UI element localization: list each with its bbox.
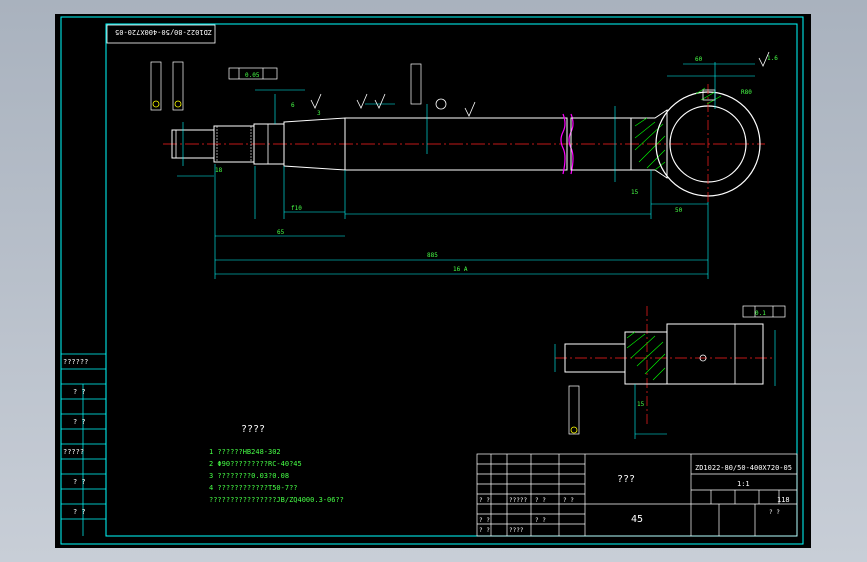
left-strip-table: [61, 353, 106, 536]
section-view[interactable]: 0.1 15: [554, 305, 786, 439]
dimension-lines: [177, 62, 755, 279]
title-scale: 1:1: [737, 480, 750, 488]
title-cell: ? ?: [563, 497, 574, 504]
title-cell: ?????: [509, 497, 527, 504]
datum-a-circle: [435, 98, 447, 110]
drawing-canvas[interactable]: ZD1022-80/50-400X720-05 ?????? ? ? ? ? ?…: [55, 14, 811, 548]
break-mark: [560, 113, 566, 175]
dim-length-code: 16 A: [453, 266, 468, 273]
left-strip-cell: ?????: [63, 448, 84, 456]
tech-req-item: 4 ????????????T50-7??: [209, 484, 298, 492]
title-cell: ????: [509, 527, 524, 534]
inner-frame: [105, 23, 798, 537]
technical-requirements: ???? 1 ??????HB248-302 2 Φ90?????????RC-…: [209, 424, 344, 504]
tech-req-item: ????????????????JB/ZQ4000.3-06??: [209, 496, 344, 504]
title-cell: ? ?: [769, 509, 780, 516]
title-drawing-number: ZD1022-80/50-400X720-05: [695, 464, 792, 472]
eye-hatch: [695, 87, 722, 105]
cad-viewport[interactable]: ZD1022-80/50-400X720-05 ?????? ? ? ? ? ?…: [55, 14, 811, 548]
datum-symbol: [152, 100, 160, 108]
title-block: [476, 453, 798, 537]
section-tol-value: 0.1: [755, 310, 766, 317]
tech-req-title: ????: [241, 424, 265, 435]
section-hatch: [626, 331, 666, 381]
dim-total-length: 885: [427, 252, 438, 259]
section-tolerance-frame: [742, 305, 786, 318]
dim-65: 65: [277, 229, 285, 236]
dim-3: 3: [317, 110, 321, 117]
tolerance-frame: [150, 61, 422, 111]
title-cell: ? ?: [535, 517, 546, 524]
dim-0-05: 0.05: [245, 72, 260, 79]
left-strip-cell: ? ?: [73, 388, 86, 396]
dim-6: 6: [291, 102, 295, 109]
dim-15: 15: [631, 189, 639, 196]
left-strip-cell: ? ?: [73, 508, 86, 516]
section-dim-15: 15: [637, 401, 645, 408]
drawing-number-top: ZD1022-80/50-400X720-05: [115, 28, 212, 36]
roughness-symbols: [310, 51, 770, 117]
drawing-number-box: [106, 24, 216, 44]
tech-req-item: 1 ??????HB248-302: [209, 448, 281, 456]
title-cell: ? ?: [479, 527, 490, 534]
dim-r80: R80: [741, 89, 752, 96]
datum-symbol: [174, 100, 182, 108]
title-part-name: ???: [617, 474, 635, 485]
dim-50: 50: [675, 207, 683, 214]
title-cell: ? ?: [479, 517, 490, 524]
section-hole: [699, 354, 707, 362]
title-material: 45: [631, 514, 643, 525]
left-strip-cell: ? ?: [73, 478, 86, 486]
tech-req-item: 2 Φ90?????????RC-40?45: [209, 460, 302, 468]
left-strip-cell: ? ?: [73, 418, 86, 426]
dim-18: 18: [215, 167, 223, 174]
section-eye: [666, 323, 764, 385]
outer-frame: [60, 16, 804, 545]
rod-shaft: [344, 117, 568, 171]
title-cell: ? ?: [479, 497, 490, 504]
break-mark: [568, 113, 574, 175]
dim-1-6: 1.6: [767, 55, 778, 62]
left-strip-cell: ??????: [63, 358, 88, 366]
dim-f10: f10: [291, 205, 302, 212]
rod-main-view[interactable]: [163, 84, 765, 202]
title-sheet: 118: [777, 496, 790, 504]
title-cell: ? ?: [535, 497, 546, 504]
tech-req-item: 3 ????????0.03?0.08: [209, 472, 289, 480]
dim-60: 60: [695, 56, 703, 63]
section-dimensions: [554, 330, 776, 439]
